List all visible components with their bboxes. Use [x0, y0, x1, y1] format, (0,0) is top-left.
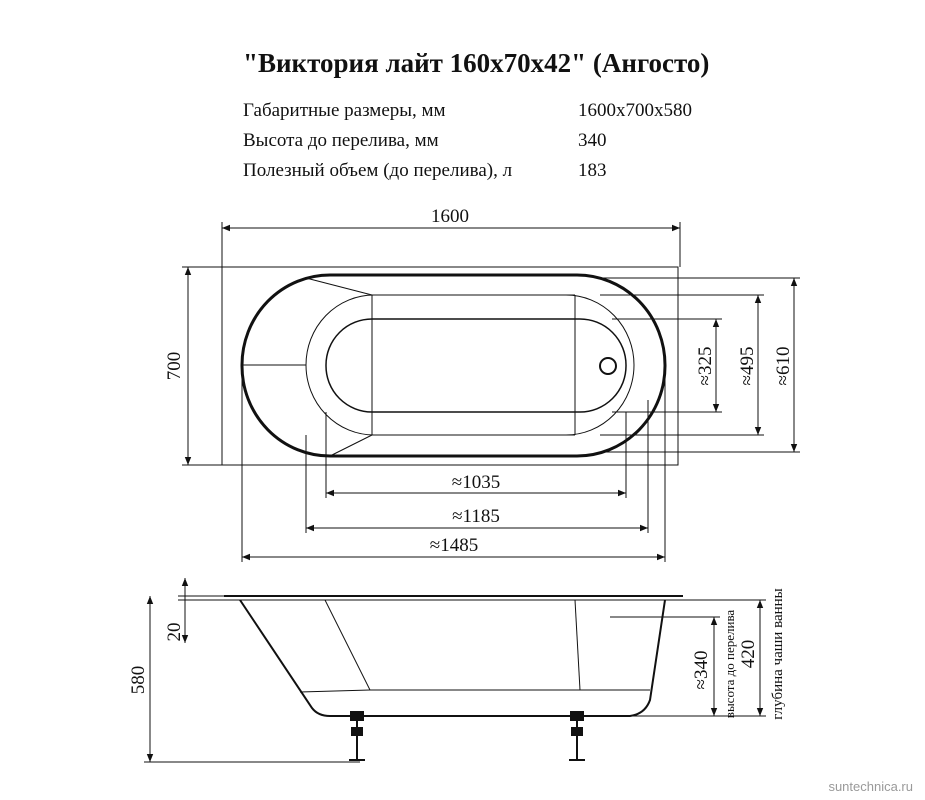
label-overflow-height: высота до перелива [722, 610, 737, 719]
dim-bowl-depth: 420 [738, 640, 759, 669]
dim-inner-width-3: ≈610 [773, 347, 794, 386]
drain-icon [599, 357, 617, 375]
dim-width: 700 [164, 352, 185, 381]
dim-inner-width-1: ≈325 [695, 347, 716, 386]
watermark: suntechnica.ru [828, 779, 913, 794]
spec-label-volume: Полезный объем (до перелива), л [243, 160, 513, 181]
tub-outline-top [221, 266, 679, 466]
spec-label-dimensions: Габаритные размеры, мм [243, 100, 446, 121]
top-view [182, 222, 800, 562]
page-title: "Виктория лайт 160x70x42" (Ангосто) [243, 48, 710, 78]
bowl-profile [239, 599, 666, 717]
dim-overflow-height: ≈340 [691, 651, 712, 690]
dim-inner-length-3: ≈1485 [430, 535, 478, 556]
spec-value-volume: 183 [578, 160, 607, 181]
bottom-stadium [325, 318, 627, 413]
dim-inner-width-2: ≈495 [737, 347, 758, 386]
label-bowl-depth: глубина чаши ванны [770, 588, 786, 719]
support-legs [345, 711, 620, 761]
dim-total-height: 580 [128, 666, 149, 695]
dim-inner-length-2: ≈1185 [452, 506, 500, 527]
spec-value-overflow-height: 340 [578, 130, 607, 151]
spec-label-overflow-height: Высота до перелива, мм [243, 130, 439, 151]
dim-rim: 20 [164, 623, 185, 642]
dim-inner-length-1: ≈1035 [452, 472, 500, 493]
dim-length: 1600 [431, 206, 469, 227]
side-view [144, 578, 766, 763]
middle-stadium [305, 294, 635, 436]
spec-value-dimensions: 1600x700x580 [578, 100, 692, 121]
